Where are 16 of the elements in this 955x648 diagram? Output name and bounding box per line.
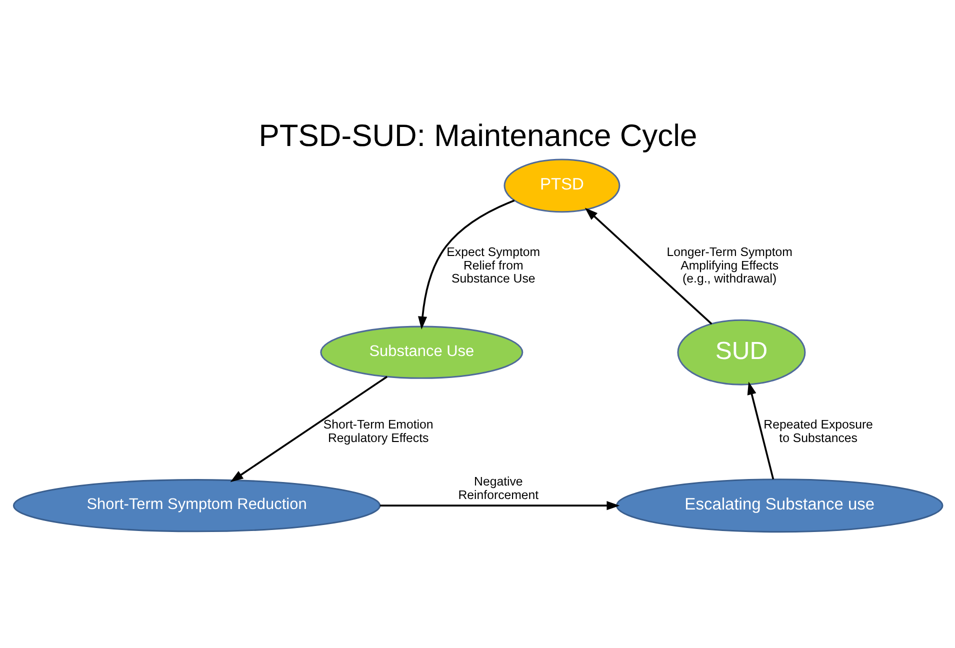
node-ellipse: Escalating Substance use (616, 478, 943, 532)
node-ellipse: Short-Term Symptom Reduction (12, 478, 380, 532)
node-ellipse: SUD (676, 318, 806, 385)
edge-label: Repeated Exposure to Substances (763, 416, 872, 444)
arrow (584, 207, 712, 324)
edge-label: Short-Term Emotion Regulatory Effects (322, 416, 433, 444)
edge-label: Negative Reinforcement (458, 474, 538, 502)
arrow (230, 375, 388, 482)
arrow (418, 199, 514, 329)
node-ellipse: Substance Use (320, 325, 523, 378)
node-ellipse: PTSD (503, 158, 620, 212)
edge-label: Longer-Term Symptom Amplifying Effects (e.g., withdrawal) (666, 244, 792, 286)
arrow (380, 500, 620, 510)
diagram-title: PTSD-SUD: Maintenance Cycle (258, 118, 697, 153)
arrow (746, 381, 774, 479)
edge-label: Expect Symptom Relief from Substance Use (446, 244, 540, 286)
